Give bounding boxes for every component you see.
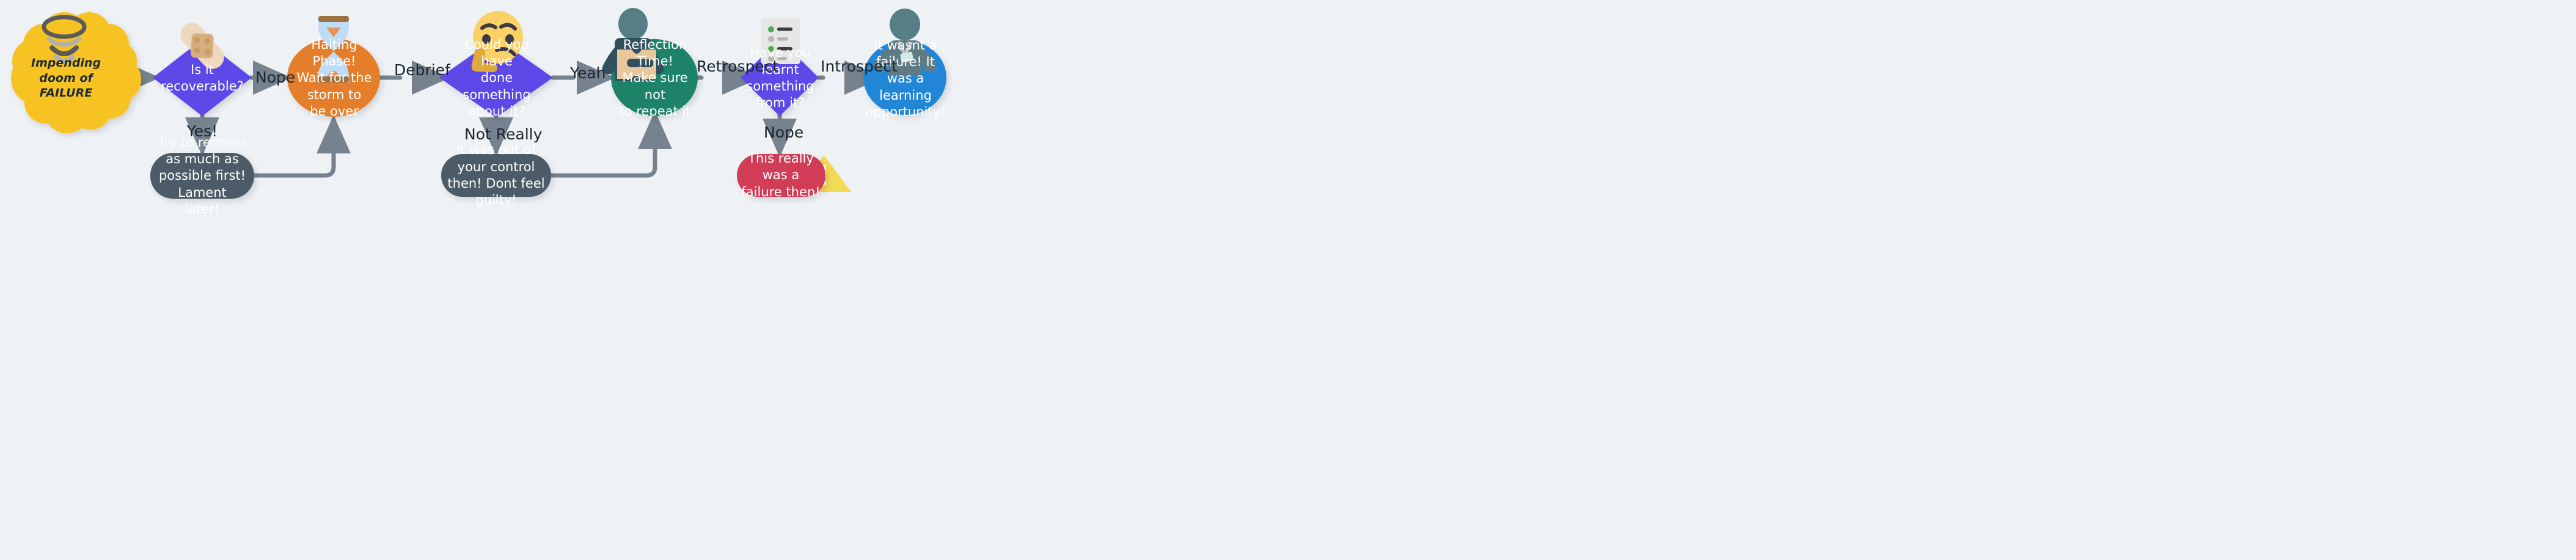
dizzy-halo-icon <box>42 15 87 63</box>
bandage-icon <box>180 23 224 69</box>
edge-tryrecover-to-halting <box>252 115 351 178</box>
node-shape-try-recover[interactable] <box>150 153 254 199</box>
edge-outofcontrol-to-reflection <box>549 111 672 178</box>
thinking-face-icon <box>471 11 523 72</box>
person-reading-book-icon <box>602 8 664 81</box>
node-shape-real-failure[interactable] <box>737 154 825 197</box>
node-shape-start[interactable] <box>11 12 141 133</box>
node-shape-out-of-control[interactable] <box>441 154 551 197</box>
node-shape-recoverable[interactable] <box>153 39 252 116</box>
checklist-icon <box>761 18 800 64</box>
person-badge-icon <box>873 9 937 75</box>
hourglass-icon <box>318 16 349 83</box>
node-shape-could-you[interactable] <box>439 38 553 117</box>
